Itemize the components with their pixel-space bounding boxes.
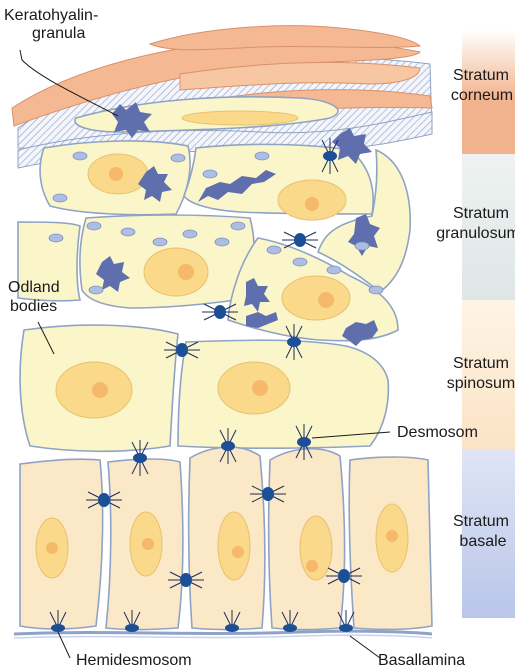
odland-body <box>89 286 103 294</box>
nucleolus-g2 <box>305 197 319 211</box>
odland-body <box>53 194 67 202</box>
odland-body <box>121 228 135 236</box>
odland-body <box>327 266 341 274</box>
desmosom-label: Desmosom <box>397 424 478 441</box>
odland-body <box>49 234 63 242</box>
layer-corneum-line-1: Stratum <box>453 67 509 84</box>
odland-label-line-2: bodies <box>10 298 57 315</box>
nucleolus-b3 <box>232 546 244 558</box>
layer-corneum-line-2: corneum <box>451 87 513 104</box>
odland-body <box>369 286 383 294</box>
layer-basale-line-2: basale <box>459 533 506 550</box>
keratohyalin-label-line-1: Keratohyalin- <box>4 7 98 24</box>
nucleolus-b1 <box>46 542 58 554</box>
corneum-flat-nucleus <box>182 111 298 125</box>
nucleolus-s1 <box>92 382 108 398</box>
layer-granulosum-line-1: Stratum <box>453 205 509 222</box>
layer-spinosum-line-1: Stratum <box>453 355 509 372</box>
odland-body <box>255 152 269 160</box>
basal-lamina <box>14 631 432 634</box>
layer-spinosum-line-2: spinosum <box>447 375 515 392</box>
nucleolus-b2 <box>142 538 154 550</box>
layer-basale-line-1: Stratum <box>453 513 509 530</box>
odland-body <box>183 230 197 238</box>
nucleolus-g1 <box>109 167 123 181</box>
nucleolus-g5 <box>318 292 334 308</box>
nucleolus-s2 <box>252 380 268 396</box>
nucleus-g5 <box>282 276 350 320</box>
odland-body <box>355 242 369 250</box>
odland-body <box>73 152 87 160</box>
odland-body <box>231 222 245 230</box>
odland-body <box>153 238 167 246</box>
odland-body <box>215 238 229 246</box>
odland-body <box>203 170 217 178</box>
basal-lamina-inner <box>14 635 432 638</box>
layer-granulosum-line-2: granulosum <box>436 225 515 242</box>
basallamina-leader <box>350 636 380 658</box>
stratum-spinosum-cells <box>20 325 388 451</box>
basallamina-label: Basallamina <box>378 652 465 668</box>
odland-label-line-1: Odland <box>8 279 60 296</box>
nucleolus-b5 <box>386 530 398 542</box>
corneum-flake-2 <box>150 26 420 50</box>
nucleolus-g4 <box>178 264 194 280</box>
hemidesmosom-label: Hemidesmosom <box>76 652 192 668</box>
nucleolus-b4 <box>306 560 318 572</box>
odland-body <box>293 258 307 266</box>
odland-body <box>267 246 281 254</box>
odland-body <box>171 154 185 162</box>
hemidesmosom-leader <box>58 632 70 658</box>
keratohyalin-label-line-2: granula <box>32 25 85 42</box>
nucleus-g4 <box>144 248 208 296</box>
stratum-basale-cells <box>20 447 432 629</box>
odland-body <box>87 222 101 230</box>
nucleus-b3 <box>218 512 250 580</box>
keratohyalin-label: Keratohyalin-granula <box>4 7 98 42</box>
